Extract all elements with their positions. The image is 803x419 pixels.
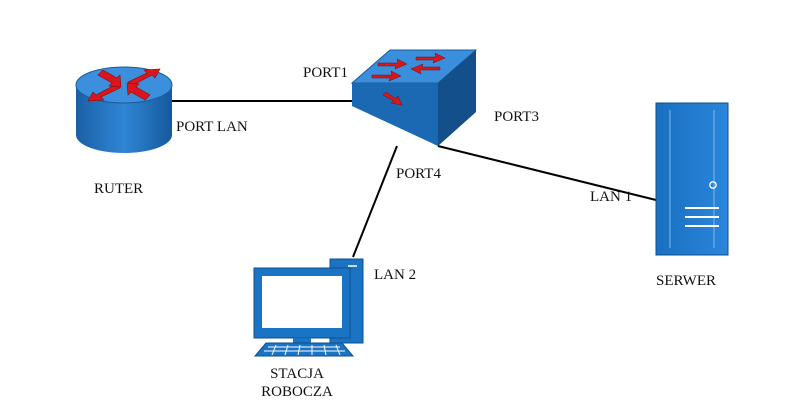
link-switch-server — [437, 145, 657, 201]
port3-label: PORT3 — [494, 109, 539, 125]
workstation-label-line1: STACJA — [270, 366, 324, 382]
link-switch-workstation — [352, 145, 398, 258]
switch-icon — [350, 49, 478, 146]
port-lan-label: PORT LAN — [176, 119, 248, 135]
workstation-label-line2: ROBOCZA — [261, 384, 333, 400]
router-label: RUTER — [94, 181, 144, 197]
lan2-label: LAN 2 — [374, 267, 417, 283]
connection-lines — [170, 100, 657, 258]
workstation-icon — [253, 258, 364, 357]
server-label: SERWER — [656, 273, 717, 289]
router-icon — [75, 66, 173, 153]
server-icon — [655, 102, 729, 256]
port1-label: PORT1 — [303, 65, 348, 81]
port4-label: PORT4 — [396, 166, 441, 182]
lan1-label: LAN 1 — [590, 189, 633, 205]
